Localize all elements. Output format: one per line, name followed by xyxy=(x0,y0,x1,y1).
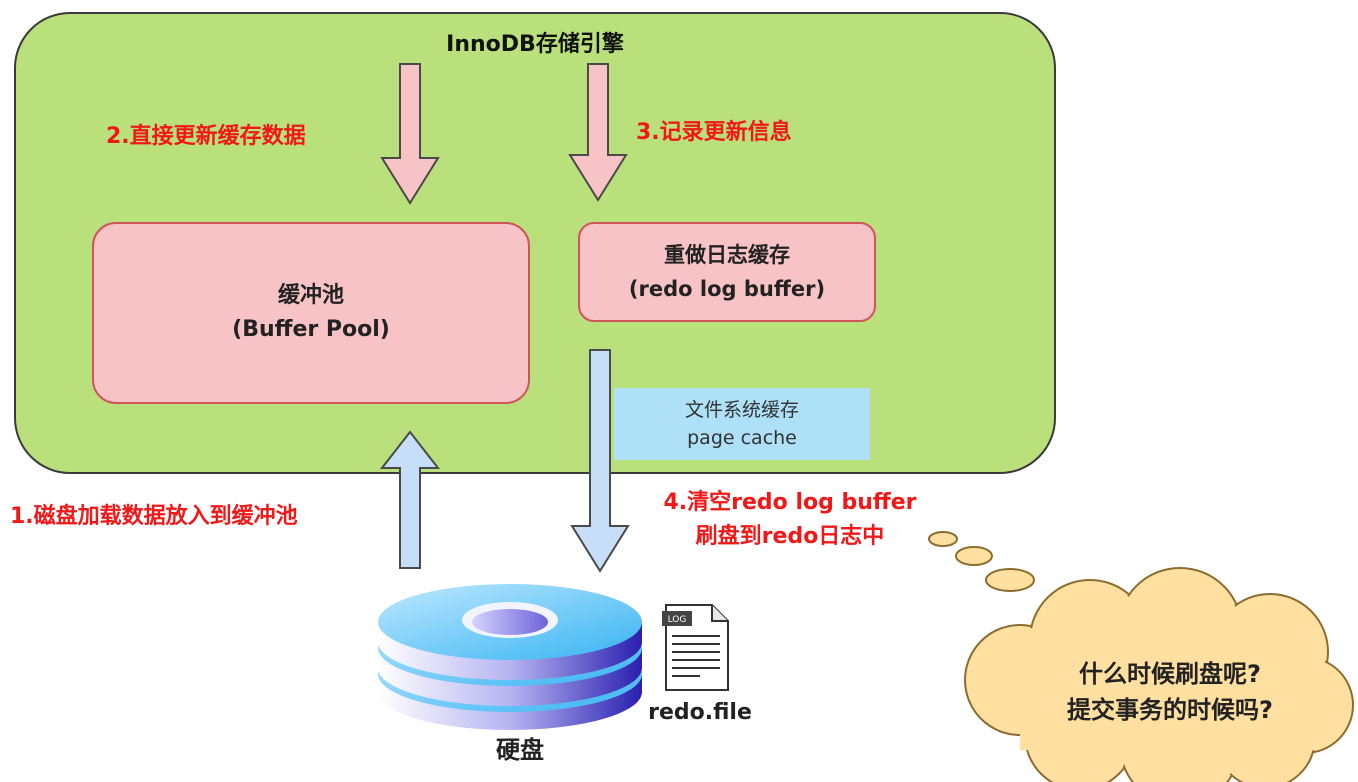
redo-log-buffer-box: 重做日志缓存 (redo log buffer) xyxy=(578,222,876,322)
step2-label: 2.直接更新缓存数据 xyxy=(106,124,306,149)
thought-cloud-text: 什么时候刷盘呢? 提交事务的时候吗? xyxy=(1000,656,1340,728)
engine-title: InnoDB存储引擎 xyxy=(446,32,624,57)
step1-label: 1.磁盘加载数据放入到缓冲池 xyxy=(10,504,298,529)
thought-bubbles xyxy=(928,531,1035,592)
log-badge: LOG xyxy=(668,615,687,625)
page-cache-box: 文件系统缓存 page cache xyxy=(614,388,870,460)
thought-cloud xyxy=(964,567,1354,782)
redo-file-label: redo.file xyxy=(648,700,752,725)
arrow-step2 xyxy=(380,63,440,205)
step4-line2: 刷盘到redo日志中 xyxy=(695,524,885,549)
arrow-step1 xyxy=(379,430,441,569)
page-cache-title: 文件系统缓存 xyxy=(684,399,799,421)
step3-label: 3.记录更新信息 xyxy=(636,120,792,145)
arrow-step4 xyxy=(570,349,630,573)
disk-label: 硬盘 xyxy=(496,736,544,764)
thought-line2: 提交事务的时候吗? xyxy=(1067,696,1273,724)
arrow-step3 xyxy=(568,63,628,202)
log-file-icon: LOG xyxy=(662,604,729,691)
buffer-pool-subtitle: (Buffer Pool) xyxy=(232,317,390,342)
redo-buffer-title: 重做日志缓存 xyxy=(664,243,790,267)
page-cache-subtitle: page cache xyxy=(687,427,797,449)
thought-line1: 什么时候刷盘呢? xyxy=(1079,660,1261,688)
buffer-pool-title: 缓冲池 xyxy=(277,283,344,308)
step4-line1: 4.清空redo log buffer xyxy=(663,490,917,515)
redo-buffer-subtitle: (redo log buffer) xyxy=(628,277,826,301)
disk-icon xyxy=(378,584,642,730)
buffer-pool-box: 缓冲池 (Buffer Pool) xyxy=(92,222,530,404)
step4-label: 4.清空redo log buffer 刷盘到redo日志中 xyxy=(640,486,940,554)
